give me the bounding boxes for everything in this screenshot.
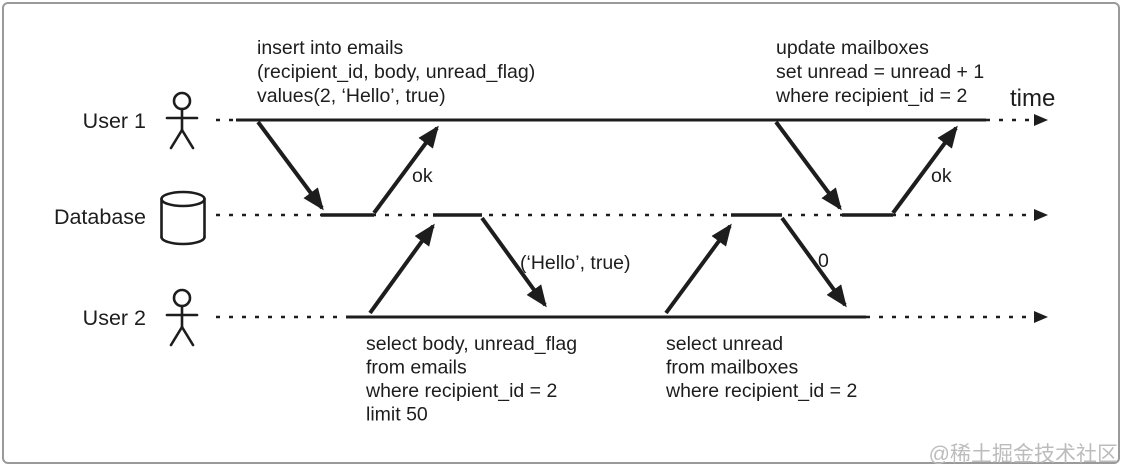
- query-select-mailboxes: select unread from mailboxes where recip…: [665, 333, 857, 402]
- arrow-select-emails-request: [368, 223, 435, 315]
- arrow-select-emails-response: [480, 216, 547, 308]
- arrow-insert-ok: [372, 125, 439, 215]
- database-cylinder-icon: [160, 190, 206, 246]
- query-line: select unread: [666, 333, 783, 355]
- arrow-select-mailboxes-request: [664, 223, 732, 315]
- arrow-update-request: [774, 120, 842, 211]
- query-line: where recipient_id = 2: [365, 380, 557, 402]
- arrow-select-mailboxes-response: [780, 216, 847, 308]
- lane-label-user1: User 1: [83, 109, 146, 133]
- query-update-mailboxes: update mailboxes set unread = unread + 1…: [775, 37, 984, 107]
- query-line: where recipient_id = 2: [665, 380, 857, 402]
- arrow-update-ok: [891, 125, 958, 215]
- query-line: (recipient_id, body, unread_flag): [257, 61, 535, 83]
- query-select-emails: select body, unread_flag from emails whe…: [365, 333, 577, 426]
- person-icon: [165, 91, 199, 150]
- query-line: from emails: [366, 357, 467, 379]
- query-line: from mailboxes: [666, 357, 798, 379]
- lane-label-user2: User 2: [83, 306, 146, 330]
- query-line: update mailboxes: [776, 37, 929, 59]
- response-label-hello-true: (‘Hello’, true): [520, 252, 631, 274]
- query-line: limit 50: [366, 404, 428, 426]
- message-arrows: [256, 120, 958, 315]
- query-line: where recipient_id = 2: [775, 85, 967, 107]
- query-line: values(2, ‘Hello’, true): [257, 85, 446, 107]
- query-line: set unread = unread + 1: [776, 61, 984, 83]
- response-label-zero: 0: [818, 250, 829, 272]
- watermark: @稀土掘金技术社区: [929, 443, 1118, 466]
- query-insert-emails: insert into emails (recipient_id, body, …: [257, 37, 535, 107]
- arrow-insert-request: [256, 120, 324, 211]
- person-icon: [165, 288, 199, 347]
- query-line: insert into emails: [257, 37, 404, 59]
- time-axis-label: time: [1010, 85, 1055, 112]
- lane-label-database: Database: [54, 205, 146, 229]
- response-label-ok-1: ok: [412, 165, 433, 187]
- query-line: select body, unread_flag: [366, 333, 577, 355]
- response-label-ok-2: ok: [931, 165, 952, 187]
